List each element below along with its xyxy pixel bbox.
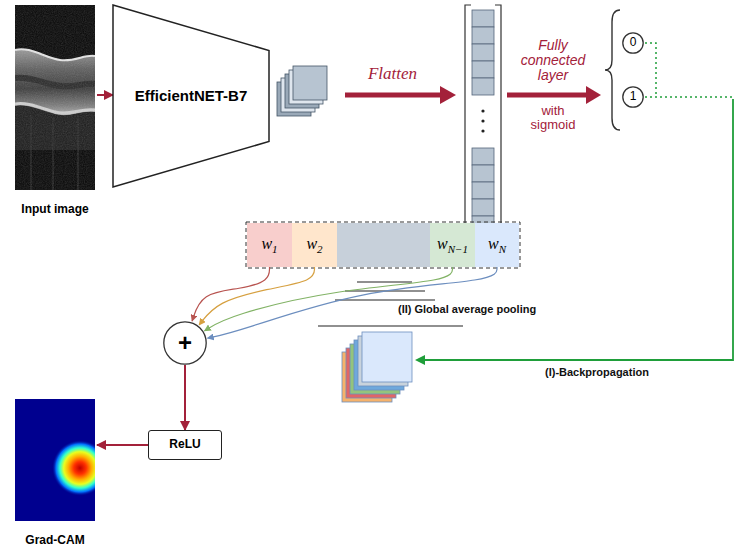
oct-scan-image	[15, 5, 95, 190]
flow-arrow	[97, 94, 113, 96]
oct-scan-image	[15, 5, 95, 190]
node-text: w2	[306, 235, 322, 256]
node-text: ReLU	[169, 438, 200, 452]
weight-connector	[192, 267, 269, 321]
step-label: (II) Global average pooling	[398, 303, 536, 316]
weight-connector	[207, 267, 497, 338]
oct-scan-image	[15, 5, 95, 190]
grad-cam-heatmap	[15, 399, 95, 521]
flow-arrow	[184, 365, 186, 430]
backprop-path	[415, 355, 425, 365]
flattened-vector	[465, 5, 471, 236]
feature-map-stack	[293, 66, 327, 100]
backprop-path	[424, 99, 733, 360]
pooling-lines	[335, 299, 435, 300]
flattened-vector	[472, 10, 494, 233]
relu-box: ReLU	[148, 430, 222, 460]
node-text: 1	[630, 90, 637, 104]
flatten-arrow	[345, 86, 456, 104]
flattened-vector	[465, 5, 501, 236]
flattened-vector	[472, 10, 494, 27]
output-neuron: 1	[622, 86, 644, 108]
flattened-vector	[481, 129, 484, 132]
circle-outline	[623, 87, 643, 107]
pooling-lines	[357, 281, 412, 282]
output-neuron: 0	[622, 32, 644, 54]
grad-cam-heatmap	[52, 440, 95, 496]
flattened-vector	[495, 5, 501, 236]
output-brace	[605, 10, 620, 130]
weight-cell: w1	[247, 223, 292, 267]
operation-label: with sigmoid	[520, 104, 586, 132]
node-text: wN−1	[437, 235, 468, 256]
flattened-vector	[481, 109, 484, 112]
weight-connector	[205, 267, 453, 331]
node-text: 0	[630, 36, 637, 50]
flatten-arrow	[345, 93, 441, 98]
flattened-vector	[472, 165, 494, 182]
grad-cam-image: Grad-CAM	[13, 397, 97, 548]
input-image: Input image	[13, 4, 97, 217]
gradient-map-stack	[342, 332, 412, 402]
weight-cell: wN−1	[430, 223, 475, 267]
backprop-path	[645, 96, 733, 98]
step-label: (I)-Backpropagation	[545, 366, 649, 379]
trapezoid-outline	[113, 5, 269, 187]
node-text: Grad-CAM	[25, 534, 84, 548]
weight-connector	[199, 267, 314, 325]
flow-arrow	[97, 444, 148, 446]
backbone-trapezoid: EfficientNET-B7	[113, 5, 269, 187]
node-text: EfficientNET-B7	[135, 87, 248, 104]
node-text: wN	[488, 235, 506, 256]
backprop-path	[415, 43, 733, 365]
flatten-arrow	[440, 86, 456, 104]
node-text: Input image	[21, 203, 88, 217]
node-text: w1	[261, 235, 277, 256]
fc-arrow	[507, 93, 587, 98]
fc-arrow	[507, 86, 601, 104]
flattened-vector	[472, 44, 494, 61]
sum-circle: +	[163, 321, 207, 365]
pooling-lines	[318, 325, 463, 326]
flattened-vector	[472, 148, 494, 165]
flattened-vector	[481, 119, 484, 122]
gradient-map-stack	[362, 332, 412, 382]
flattened-vector	[472, 78, 494, 95]
node-text: +	[178, 329, 192, 357]
feature-map-stack	[277, 66, 327, 116]
backprop-path	[645, 43, 656, 97]
flattened-vector	[472, 27, 494, 44]
weight-vector	[246, 222, 520, 268]
weight-cell: wN	[475, 223, 519, 267]
circle-outline	[623, 33, 643, 53]
flattened-vector	[472, 199, 494, 216]
weight-vector	[337, 223, 430, 267]
fc-arrow	[586, 86, 601, 104]
operation-label: Fully connected layer	[515, 38, 591, 83]
weight-vector	[246, 222, 520, 268]
operation-label: Flatten	[345, 64, 440, 84]
flattened-vector	[472, 61, 494, 78]
flattened-vector	[472, 182, 494, 199]
weight-cell: w2	[292, 223, 337, 267]
circle-outline	[164, 322, 206, 364]
